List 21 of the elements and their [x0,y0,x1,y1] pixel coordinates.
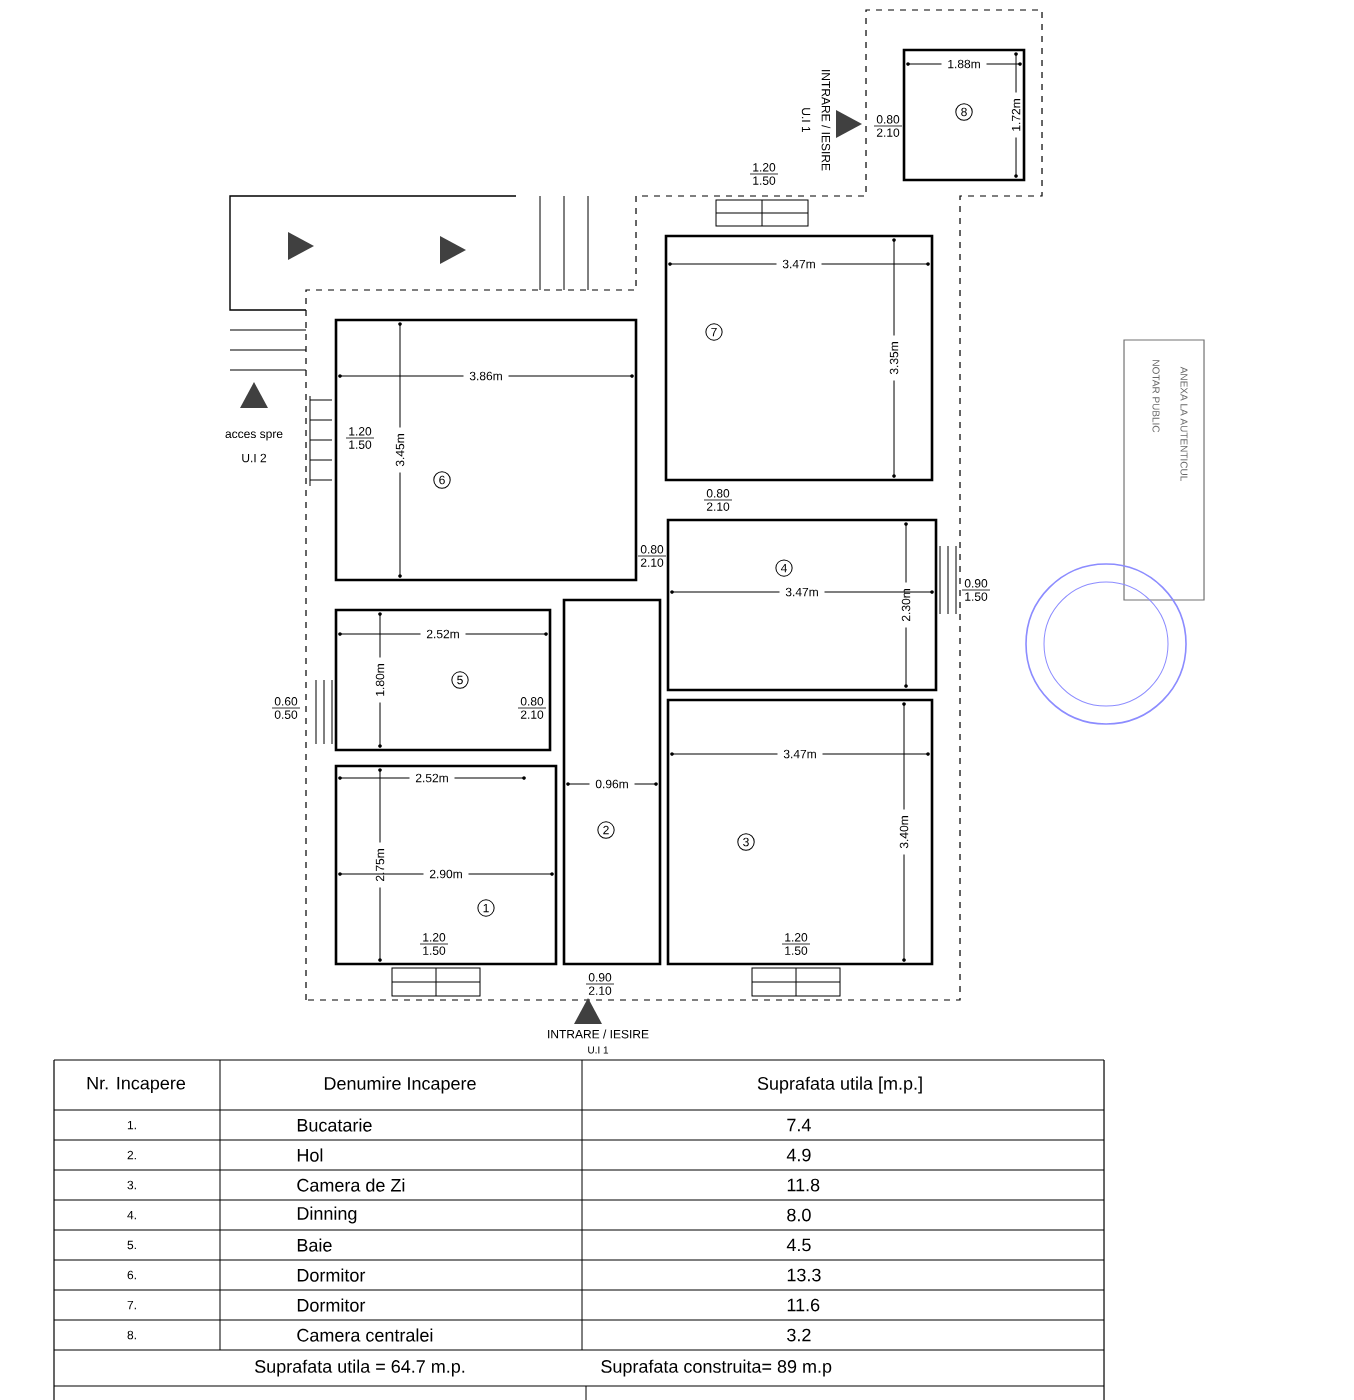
table-cell: 7.4 [787,1118,811,1132]
table-cell: Baie [297,1238,332,1252]
table-cell: Camera centralei [297,1328,433,1342]
table-cell: Dormitor [297,1268,366,1282]
table-cell: 11.6 [787,1298,820,1312]
table-cell: 13.3 [787,1268,821,1282]
table-cell: Suprafata construita= 89 m.p [601,1359,832,1377]
table-cell: Suprafata utila [m.p.] [757,1076,922,1094]
table-cell: Suprafata utila = 64.7 m.p. [255,1359,465,1377]
table-cell: 8.0 [787,1208,811,1222]
table-cell: Denumire Incapere [324,1076,476,1094]
table-cell: Dinning [297,1206,357,1224]
table-cell: Dormitor [297,1298,366,1312]
table-cell: 4.5 [786,1238,811,1252]
table-cell: Nr. Incapere [87,1076,186,1094]
table-cell: 3.2 [787,1328,811,1342]
table-cell: Hol [297,1148,323,1162]
table-cell: 11.8 [787,1178,820,1192]
table-cell: 4.9 [786,1148,811,1162]
table-cell: Bucatarie [297,1118,372,1132]
table-cell: Camera de Zi [297,1178,405,1192]
